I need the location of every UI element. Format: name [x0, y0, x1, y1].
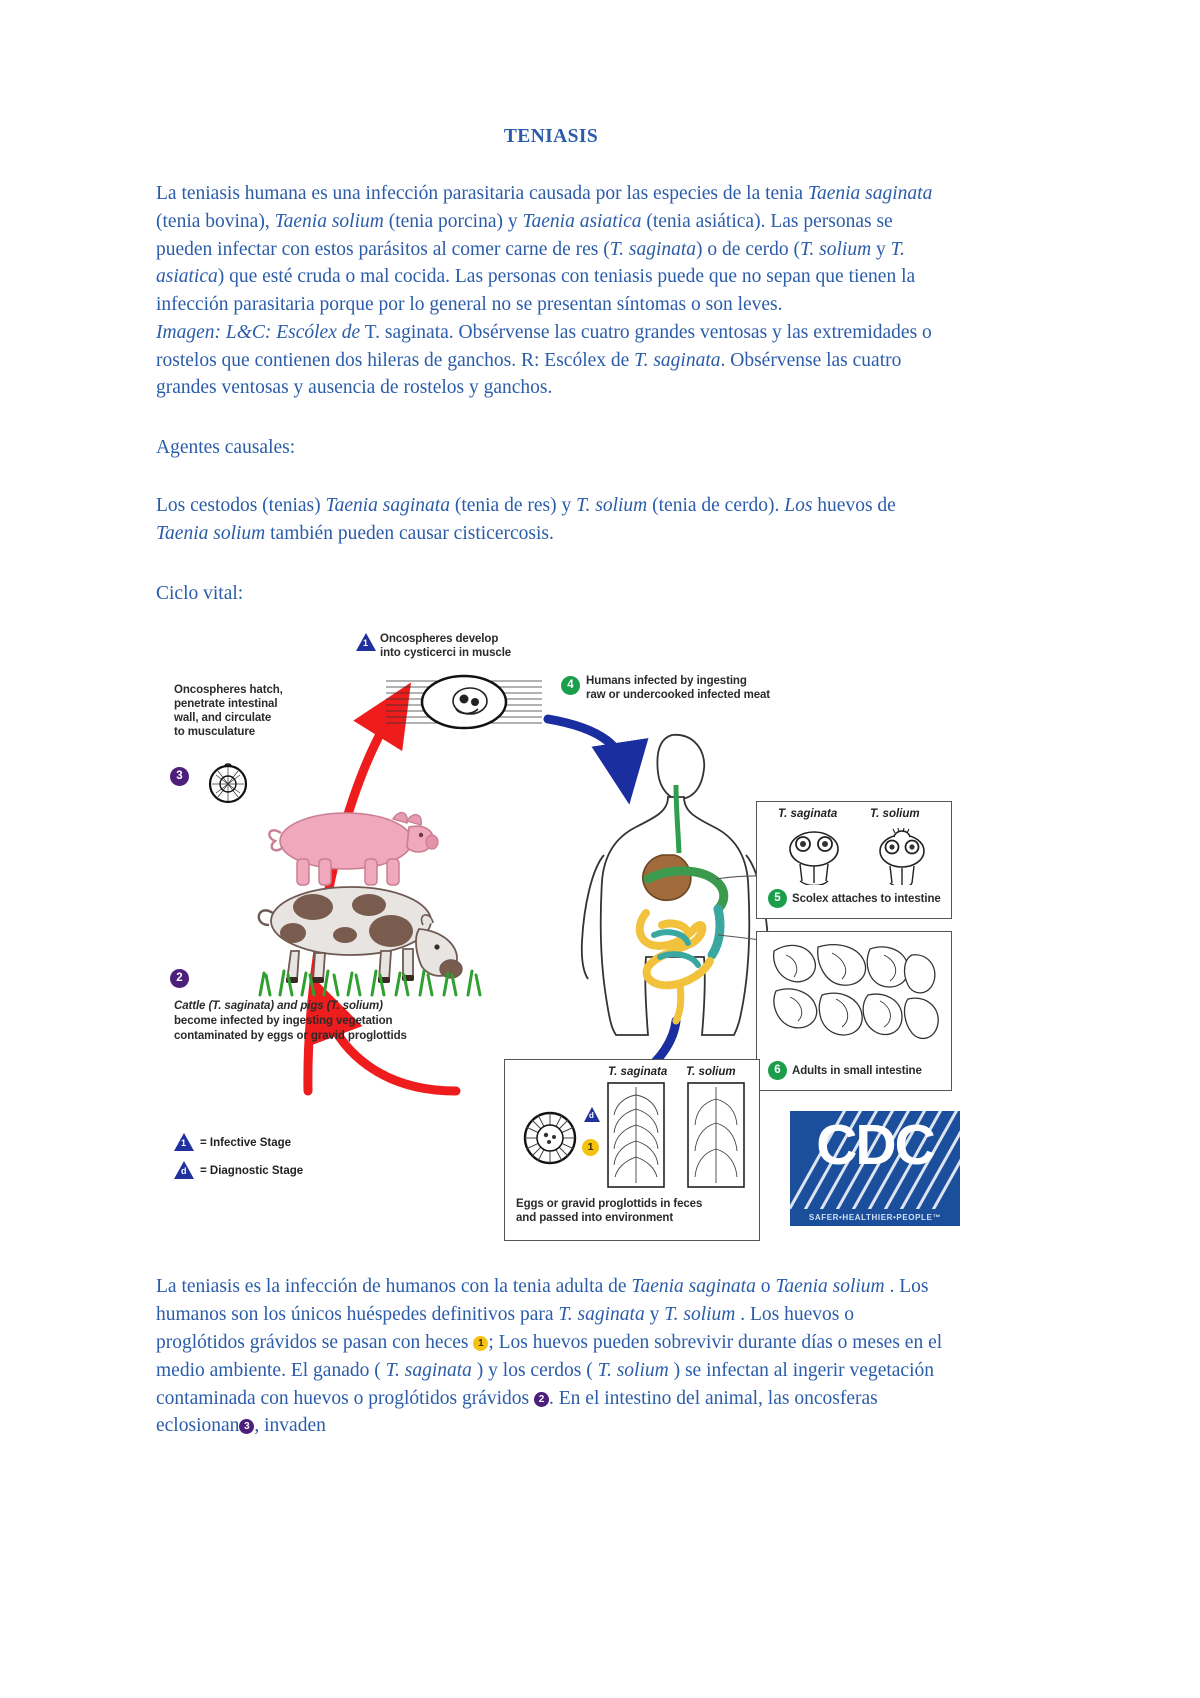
imagen-label: Imagen: L&C: Escólex de [156, 321, 361, 343]
adult-tapeworm-illustration [772, 944, 939, 1040]
document-content: TENIASIS La teniasis humana es una infec… [156, 126, 960, 1440]
intro-text-3: (tenia porcina) y [383, 210, 523, 232]
inline-step-2-badge: 2 [534, 1391, 550, 1407]
final-species-3: T. saginata [558, 1304, 645, 1326]
intro-text-1: La teniasis humana es una infección para… [156, 183, 808, 204]
legend-diagnostic-letter: d [181, 1166, 187, 1177]
proglottid-illustrations [607, 1082, 745, 1189]
legend-infective-triangle [174, 1133, 194, 1152]
proglottid-label-saginata: T. saginata [608, 1066, 668, 1079]
step-5-badge: 5 [768, 889, 787, 909]
final-species-4: T. solium [664, 1304, 736, 1326]
paragraph-imagen: Imagen: L&C: Escólex de T. saginata. Obs… [156, 319, 946, 402]
cdc-logo-tagline: SAFER•HEALTHIER•PEOPLE™ [808, 1213, 942, 1223]
step-4-badge: 4 [561, 676, 580, 696]
intro-text-7: ) que esté cruda o mal cocida. Las perso… [156, 266, 916, 316]
scolex-box-label-saginata: T. saginata [778, 808, 838, 821]
agentes-los: Los [784, 495, 813, 517]
imagen-species: T. saginata [634, 349, 721, 371]
final-text-5: . Los huevos o proglótidos grávidos se p… [156, 1304, 855, 1353]
human-figure-illustration [580, 734, 806, 1037]
step-6-badge: 6 [768, 1061, 787, 1081]
heading-ciclo-vital: Ciclo vital: [156, 582, 244, 604]
step-3-badge: 3 [170, 767, 189, 787]
inline-step-1-badge: 1 [473, 1335, 489, 1351]
cattle-pigs-text-1: Cattle (T. saginata) and pigs (T. solium… [174, 1000, 383, 1013]
infective-stage-triangle-step1 [356, 633, 376, 652]
pig-illustration [268, 812, 439, 887]
agentes-species-1: Taenia saginata [325, 495, 450, 517]
final-species-2: Taenia solium [775, 1276, 885, 1298]
imagen-text-1: T. saginata. Obsérvense las cuatro grand… [156, 321, 932, 371]
species-taenia-saginata: Taenia saginata [807, 183, 933, 204]
label-adults-small-intestine: Adults in small intestine [792, 1065, 922, 1078]
intro-text-2: (tenia bovina), [156, 210, 275, 232]
species-t-saginata-short: T. saginata [609, 238, 697, 260]
imagen-text-2: . Obsérvense las cuatro grandes ventosas… [156, 349, 902, 399]
agentes-species-2: T. solium [576, 495, 648, 517]
final-species-5: T. saginata [385, 1359, 472, 1381]
diagnostic-stage-d-letter: d [589, 1111, 594, 1121]
grass-illustration [258, 969, 482, 997]
label-eggs-in-feces: Eggs or gravid proglottids in feces and … [516, 1198, 703, 1225]
cysticercus-in-muscle-illustration [386, 675, 542, 730]
final-text-1: La teniasis es la infección de humanos c… [156, 1276, 632, 1298]
legend-infective-label: = Infective Stage [200, 1137, 292, 1150]
scolex-box-label-solium: T. solium [870, 808, 920, 821]
species-taenia-asiatica: Taenia asiatica [522, 210, 642, 232]
agentes-text-4: huevos de [812, 495, 896, 517]
label-humans-infected: Humans infected by ingesting raw or unde… [586, 675, 771, 702]
final-text-9: . En el intestino del animal, las oncosf… [156, 1387, 878, 1437]
proglottid-label-solium: T. solium [686, 1066, 736, 1079]
final-species-1: Taenia saginata [631, 1276, 756, 1298]
intro-text-4: (tenia asiática). Las personas se pueden… [156, 210, 893, 260]
page-title: TENIASIS [503, 126, 599, 147]
agentes-text-1: Los cestodos (tenias) [156, 495, 326, 517]
intro-text-5: ) o de cerdo ( [696, 238, 800, 260]
cow-illustration [257, 886, 463, 984]
species-taenia-solium: Taenia solium [274, 210, 384, 232]
label-oncospheres-develop: Oncospheres develop into cysticerci in m… [380, 633, 512, 660]
agentes-species-3: Taenia solium [156, 522, 266, 544]
step-1-yellow-badge: 1 [582, 1139, 599, 1157]
diagnostic-stage-triangle-box [584, 1107, 600, 1123]
final-text-7: ) y los cerdos ( [471, 1359, 598, 1381]
label-oncospheres-hatch: Oncospheres hatch, penetrate intestinal … [174, 684, 283, 739]
intro-text-6: y [871, 238, 891, 260]
label-scolex-attaches: Scolex attaches to intestine [792, 893, 941, 906]
label-cattle-pigs-line1: Cattle (T. saginata) and pigs (T. solium… [174, 999, 383, 1013]
cdc-logo-text: CDC [816, 1113, 936, 1178]
step-2-badge: 2 [170, 969, 189, 989]
taenia-lifecycle-diagram: 1 Oncospheres develop into cysticerci in… [156, 621, 960, 1261]
agentes-text-3: (tenia de cerdo). [647, 495, 785, 517]
paragraph-final: La teniasis es la infección de humanos c… [156, 1273, 946, 1440]
final-text-4: y [644, 1304, 665, 1326]
species-t-asiatica-short: T. asiatica [156, 238, 905, 288]
final-text-10: , invaden [254, 1415, 326, 1437]
taenia-egg-illustration [523, 1112, 577, 1165]
legend-infective-number: 1 [181, 1138, 187, 1149]
step-1-number: 1 [363, 638, 369, 649]
inline-step-3-badge: 3 [239, 1419, 255, 1435]
oncosphere-egg-illustration [208, 763, 248, 804]
final-text-8: ) se infectan al ingerir vegetación cont… [156, 1359, 935, 1409]
heading-agentes-causales: Agentes causales: [156, 437, 296, 459]
label-cattle-pigs-line3: contaminated by eggs or gravid proglotti… [174, 1030, 407, 1043]
label-cattle-pigs-line2: become infected by ingesting vegetation [174, 1015, 393, 1028]
scolex-illustrations [789, 828, 925, 886]
legend-diagnostic-triangle [174, 1161, 194, 1180]
final-text-3: . Los humanos son los únicos huéspedes d… [156, 1276, 929, 1326]
legend-diagnostic-label: = Diagnostic Stage [200, 1165, 304, 1178]
final-text-2: o [755, 1276, 776, 1298]
agentes-text-5: también pueden causar cisticercosis. [265, 522, 554, 544]
final-text-6: ; Los huevos pueden sobrevivir durante d… [156, 1331, 943, 1381]
species-t-solium-short: T. solium [800, 238, 872, 260]
paragraph-agentes: Los cestodos (tenias) Taenia saginata (t… [156, 492, 946, 548]
agentes-text-2: (tenia de res) y [449, 495, 577, 517]
final-species-6: T. solium [597, 1359, 669, 1381]
cdc-logo: CDC SAFER•HEALTHIER•PEOPLE™ [790, 1111, 960, 1227]
cdc-logo-rays [790, 1111, 960, 1227]
paragraph-intro: La teniasis humana es una infección para… [156, 180, 946, 319]
